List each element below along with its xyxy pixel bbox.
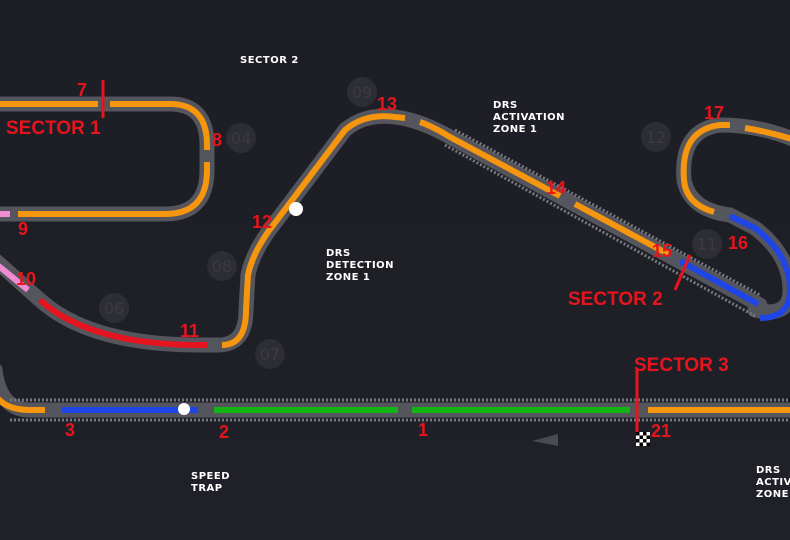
- detection-dot: [289, 202, 303, 216]
- segment-orange: [110, 101, 210, 150]
- speed-trap-line-1: SPEED: [191, 471, 230, 482]
- segment-orange: [18, 162, 210, 217]
- turn-14: 14: [546, 178, 566, 198]
- turn-16: 16: [728, 233, 748, 253]
- segment-orange: [221, 113, 406, 348]
- drs-detection-zone-1-label: DRS DETECTION ZONE 1: [326, 248, 398, 283]
- segment-orange: [573, 201, 670, 257]
- marker-12: 12: [646, 128, 666, 147]
- segment-pink: [0, 263, 30, 293]
- turn-17: 17: [704, 103, 724, 123]
- speed-trap-dot: [178, 403, 190, 415]
- direction-arrow-icon: [532, 434, 558, 446]
- drs-activation-line-3: ZONE 1: [493, 124, 537, 135]
- segment-orange: [0, 396, 45, 413]
- segment-orange: [744, 125, 790, 142]
- segment-orange: [680, 122, 730, 215]
- turn-1: 1: [418, 420, 428, 440]
- drs-active-line-3: ZONE: [756, 489, 789, 500]
- turn-9: 9: [18, 219, 28, 239]
- sector-3-label: SECTOR 3: [634, 355, 729, 376]
- turn-8: 8: [212, 130, 222, 150]
- sector-1-label: SECTOR 1: [6, 118, 101, 139]
- marker-09: 09: [352, 83, 372, 102]
- segment-red: [37, 297, 207, 348]
- track-kerbs: [10, 128, 790, 422]
- drs-activation-line-1: DRS: [493, 100, 518, 111]
- turn-numbers: 1 2 3 7 8 9 10 11 12 13 14 15 16 17 21: [16, 80, 748, 442]
- marker-08: 08: [212, 257, 232, 276]
- drs-activation-zone-1-label: DRS ACTIVATION ZONE 1: [493, 100, 569, 135]
- turn-2: 2: [219, 422, 229, 442]
- segment-orange: [419, 119, 562, 199]
- drs-detection-line-3: ZONE 1: [326, 272, 370, 283]
- speed-trap-label: SPEED TRAP: [191, 471, 234, 494]
- sector-2-top-label: SECTOR 2: [240, 55, 299, 66]
- marker-07: 07: [260, 345, 280, 364]
- drs-detection-line-2: DETECTION: [326, 260, 394, 271]
- drs-activation-line-2: ACTIVATION: [493, 112, 565, 123]
- turn-12: 12: [252, 212, 272, 232]
- sector-lines: [101, 80, 692, 432]
- turn-13: 13: [377, 94, 397, 114]
- track-segments: [0, 101, 790, 413]
- marker-circles: 04 09 08 06 07 12 11: [99, 77, 722, 369]
- segment-blue: [678, 258, 760, 307]
- turn-10: 10: [16, 269, 36, 289]
- checkered-flag-icon: [636, 432, 650, 446]
- marker-06: 06: [104, 299, 124, 318]
- turn-21: 21: [651, 421, 671, 441]
- drs-detection-line-1: DRS: [326, 248, 351, 259]
- drs-active-zone-label: DRS ACTIVE ZONE: [756, 465, 790, 500]
- sector-2-label: SECTOR 2: [568, 289, 663, 310]
- drs-active-line-1: DRS: [756, 465, 781, 476]
- turn-11: 11: [180, 321, 199, 341]
- turn-15: 15: [652, 241, 672, 261]
- drs-active-line-2: ACTIVE: [756, 477, 790, 488]
- turn-3: 3: [65, 420, 75, 440]
- marker-04: 04: [231, 129, 251, 148]
- turn-7: 7: [77, 80, 87, 100]
- marker-11: 11: [697, 235, 717, 254]
- speed-trap-line-2: TRAP: [191, 483, 223, 494]
